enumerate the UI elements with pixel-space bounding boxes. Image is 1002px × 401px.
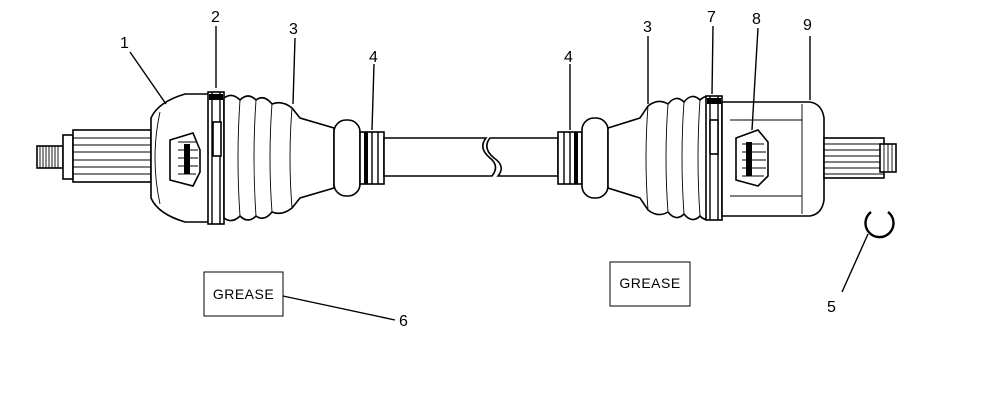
callout-4-right: 4 bbox=[564, 49, 573, 66]
leader-5 bbox=[841, 233, 869, 293]
callout-numbers: 1 2 3 4 4 3 7 8 9 5 6 bbox=[120, 9, 836, 330]
callout-4-left: 4 bbox=[369, 49, 378, 66]
callout-2: 2 bbox=[211, 9, 220, 26]
callout-9: 9 bbox=[803, 17, 812, 34]
callout-5: 5 bbox=[827, 299, 836, 316]
leader-1 bbox=[129, 51, 167, 105]
leader-4a bbox=[371, 63, 375, 131]
inner-boot bbox=[607, 95, 713, 221]
callout-7: 7 bbox=[707, 9, 716, 26]
grease-label-left: GREASE bbox=[203, 271, 284, 317]
grease-label-left-text: GREASE bbox=[213, 286, 274, 302]
outer-boot-clamp bbox=[207, 91, 225, 225]
inner-joint-housing bbox=[721, 101, 825, 217]
snap-ring bbox=[864, 211, 895, 239]
leader-8 bbox=[751, 27, 759, 131]
callout-1: 1 bbox=[120, 35, 129, 52]
left-stub-shaft bbox=[36, 129, 152, 183]
callout-3-left: 3 bbox=[289, 21, 298, 38]
grease-label-right-text: GREASE bbox=[619, 275, 680, 291]
grease-label-right: GREASE bbox=[609, 261, 691, 307]
leader-7 bbox=[711, 25, 714, 95]
inner-boot-clamp bbox=[705, 95, 723, 221]
leader-lines bbox=[129, 25, 869, 321]
outer-cv-joint bbox=[150, 93, 211, 223]
outer-boot-small-clamp bbox=[333, 119, 385, 197]
outer-boot bbox=[223, 94, 335, 222]
callout-3-right: 3 bbox=[643, 19, 652, 36]
leader-6 bbox=[282, 295, 396, 321]
callout-8: 8 bbox=[752, 11, 761, 28]
main-shaft bbox=[383, 137, 559, 177]
callout-6: 6 bbox=[399, 313, 408, 330]
inner-boot-small-clamp bbox=[557, 117, 609, 199]
right-stub-shaft bbox=[823, 137, 897, 179]
leader-3a bbox=[292, 37, 296, 105]
